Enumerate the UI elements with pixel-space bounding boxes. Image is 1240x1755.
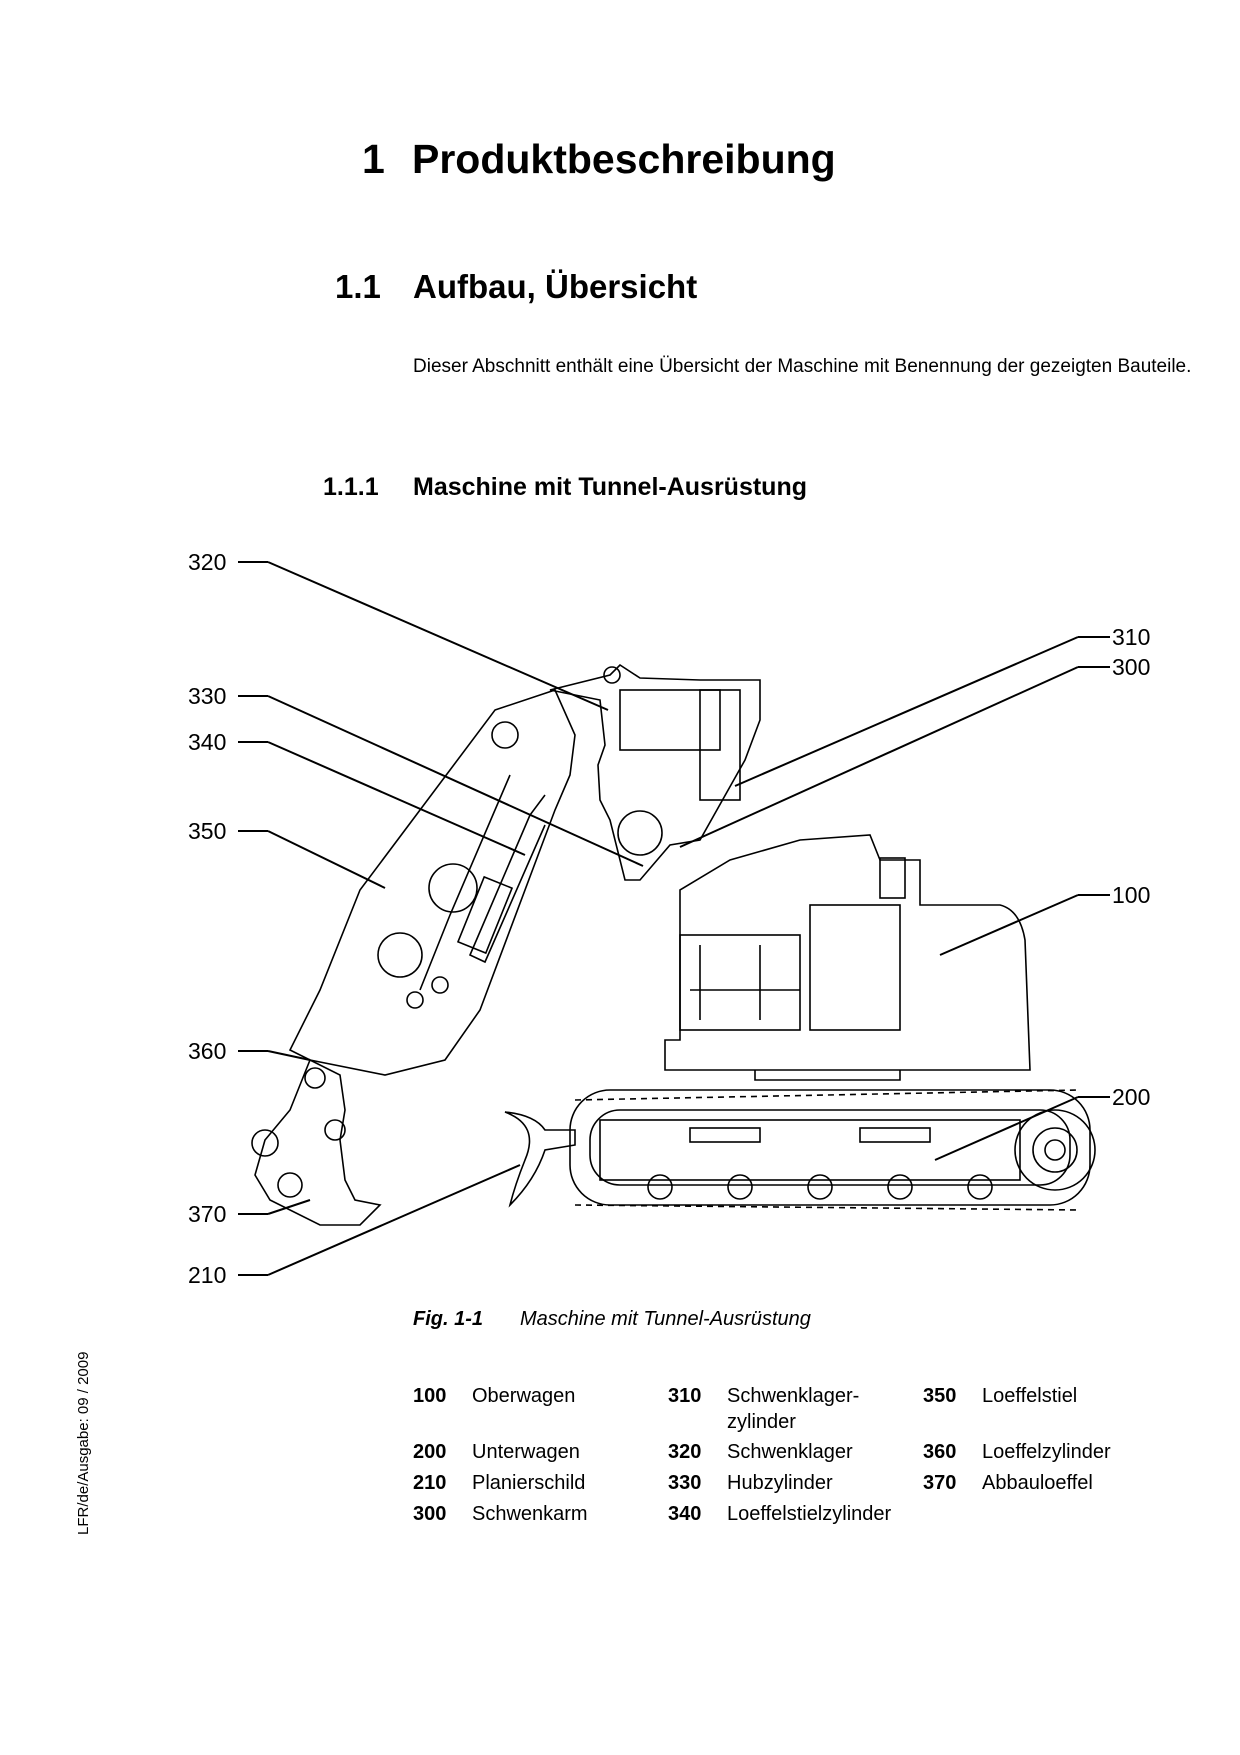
- legend-name: Loeffelzylinder: [982, 1441, 1111, 1463]
- upper-carriage-drawing: [664, 834, 1031, 1081]
- legend-code: 210: [413, 1472, 447, 1494]
- boom-drawing: [288, 689, 576, 1076]
- legend-code: 320: [668, 1441, 702, 1463]
- legend-code: 330: [668, 1472, 702, 1494]
- bucket-drawing: [251, 1058, 382, 1226]
- legend-name: Schwenkarm: [472, 1503, 588, 1525]
- machine-figure: 320 330 340 350 360 370 210 310 300 100 …: [188, 549, 1150, 1288]
- legend-code: 310: [668, 1385, 702, 1407]
- callout-360: 360: [188, 1038, 226, 1064]
- legend-code: 370: [923, 1472, 957, 1494]
- callout-100: 100: [1112, 882, 1150, 908]
- callout-200: 200: [1112, 1084, 1150, 1110]
- figure-number: Fig. 1-1: [413, 1308, 484, 1330]
- legend-name: Planierschild: [472, 1472, 586, 1494]
- intro-paragraph: Dieser Abschnitt enthält eine Übersicht …: [413, 356, 1192, 377]
- figure-caption-text: Maschine mit Tunnel-Ausrüstung: [520, 1308, 811, 1330]
- figure-caption: Fig. 1-1 Maschine mit Tunnel-Ausrüstung: [413, 1308, 811, 1331]
- legend-name: Hubzylinder: [727, 1472, 833, 1494]
- legend-code: 100: [413, 1385, 447, 1407]
- callout-310: 310: [1112, 624, 1150, 650]
- legend-name: Schwenklager-zylinder: [727, 1385, 860, 1433]
- callout-210: 210: [188, 1262, 226, 1288]
- callout-330: 330: [188, 683, 226, 709]
- subsection-number: 1.1.1: [323, 473, 379, 501]
- legend-name: Schwenklager: [727, 1441, 853, 1463]
- leader-lines: [238, 561, 1110, 1276]
- callout-370: 370: [188, 1201, 226, 1227]
- chapter-number: 1: [362, 136, 385, 182]
- section-title: Aufbau, Übersicht: [413, 268, 698, 305]
- section-number: 1.1: [335, 268, 381, 305]
- legend-name: Oberwagen: [472, 1385, 576, 1407]
- edition-footer: LFR/de/Ausgabe: 09 / 2009: [75, 1351, 92, 1535]
- legend-name: Abbauloeffel: [982, 1472, 1093, 1494]
- chapter-title: Produktbeschreibung: [412, 136, 836, 182]
- subsection-heading: 1.1.1 Maschine mit Tunnel-Ausrüstung: [323, 473, 807, 502]
- legend-code: 340: [668, 1503, 702, 1525]
- legend-code: 350: [923, 1385, 957, 1407]
- callout-340: 340: [188, 729, 226, 755]
- subsection-title: Maschine mit Tunnel-Ausrüstung: [413, 473, 807, 501]
- callout-350: 350: [188, 818, 226, 844]
- legend-code: 360: [923, 1441, 957, 1463]
- dozer-blade-drawing: [504, 1111, 576, 1208]
- swing-arm-drawing: [549, 663, 761, 881]
- callout-320: 320: [188, 549, 226, 575]
- section-heading: 1.1 Aufbau, Übersicht: [335, 268, 697, 306]
- legend-code: 200: [413, 1441, 447, 1463]
- legend-name: Unterwagen: [472, 1441, 580, 1463]
- undercarriage-drawing: [569, 1089, 1096, 1211]
- callout-300: 300: [1112, 654, 1150, 680]
- legend-name: Loeffelstielzylinder: [727, 1503, 892, 1525]
- callout-labels: 320 330 340 350 360 370 210 310 300 100 …: [188, 549, 1150, 1288]
- legend-code: 300: [413, 1503, 447, 1525]
- legend-name: Loeffelstiel: [982, 1385, 1078, 1407]
